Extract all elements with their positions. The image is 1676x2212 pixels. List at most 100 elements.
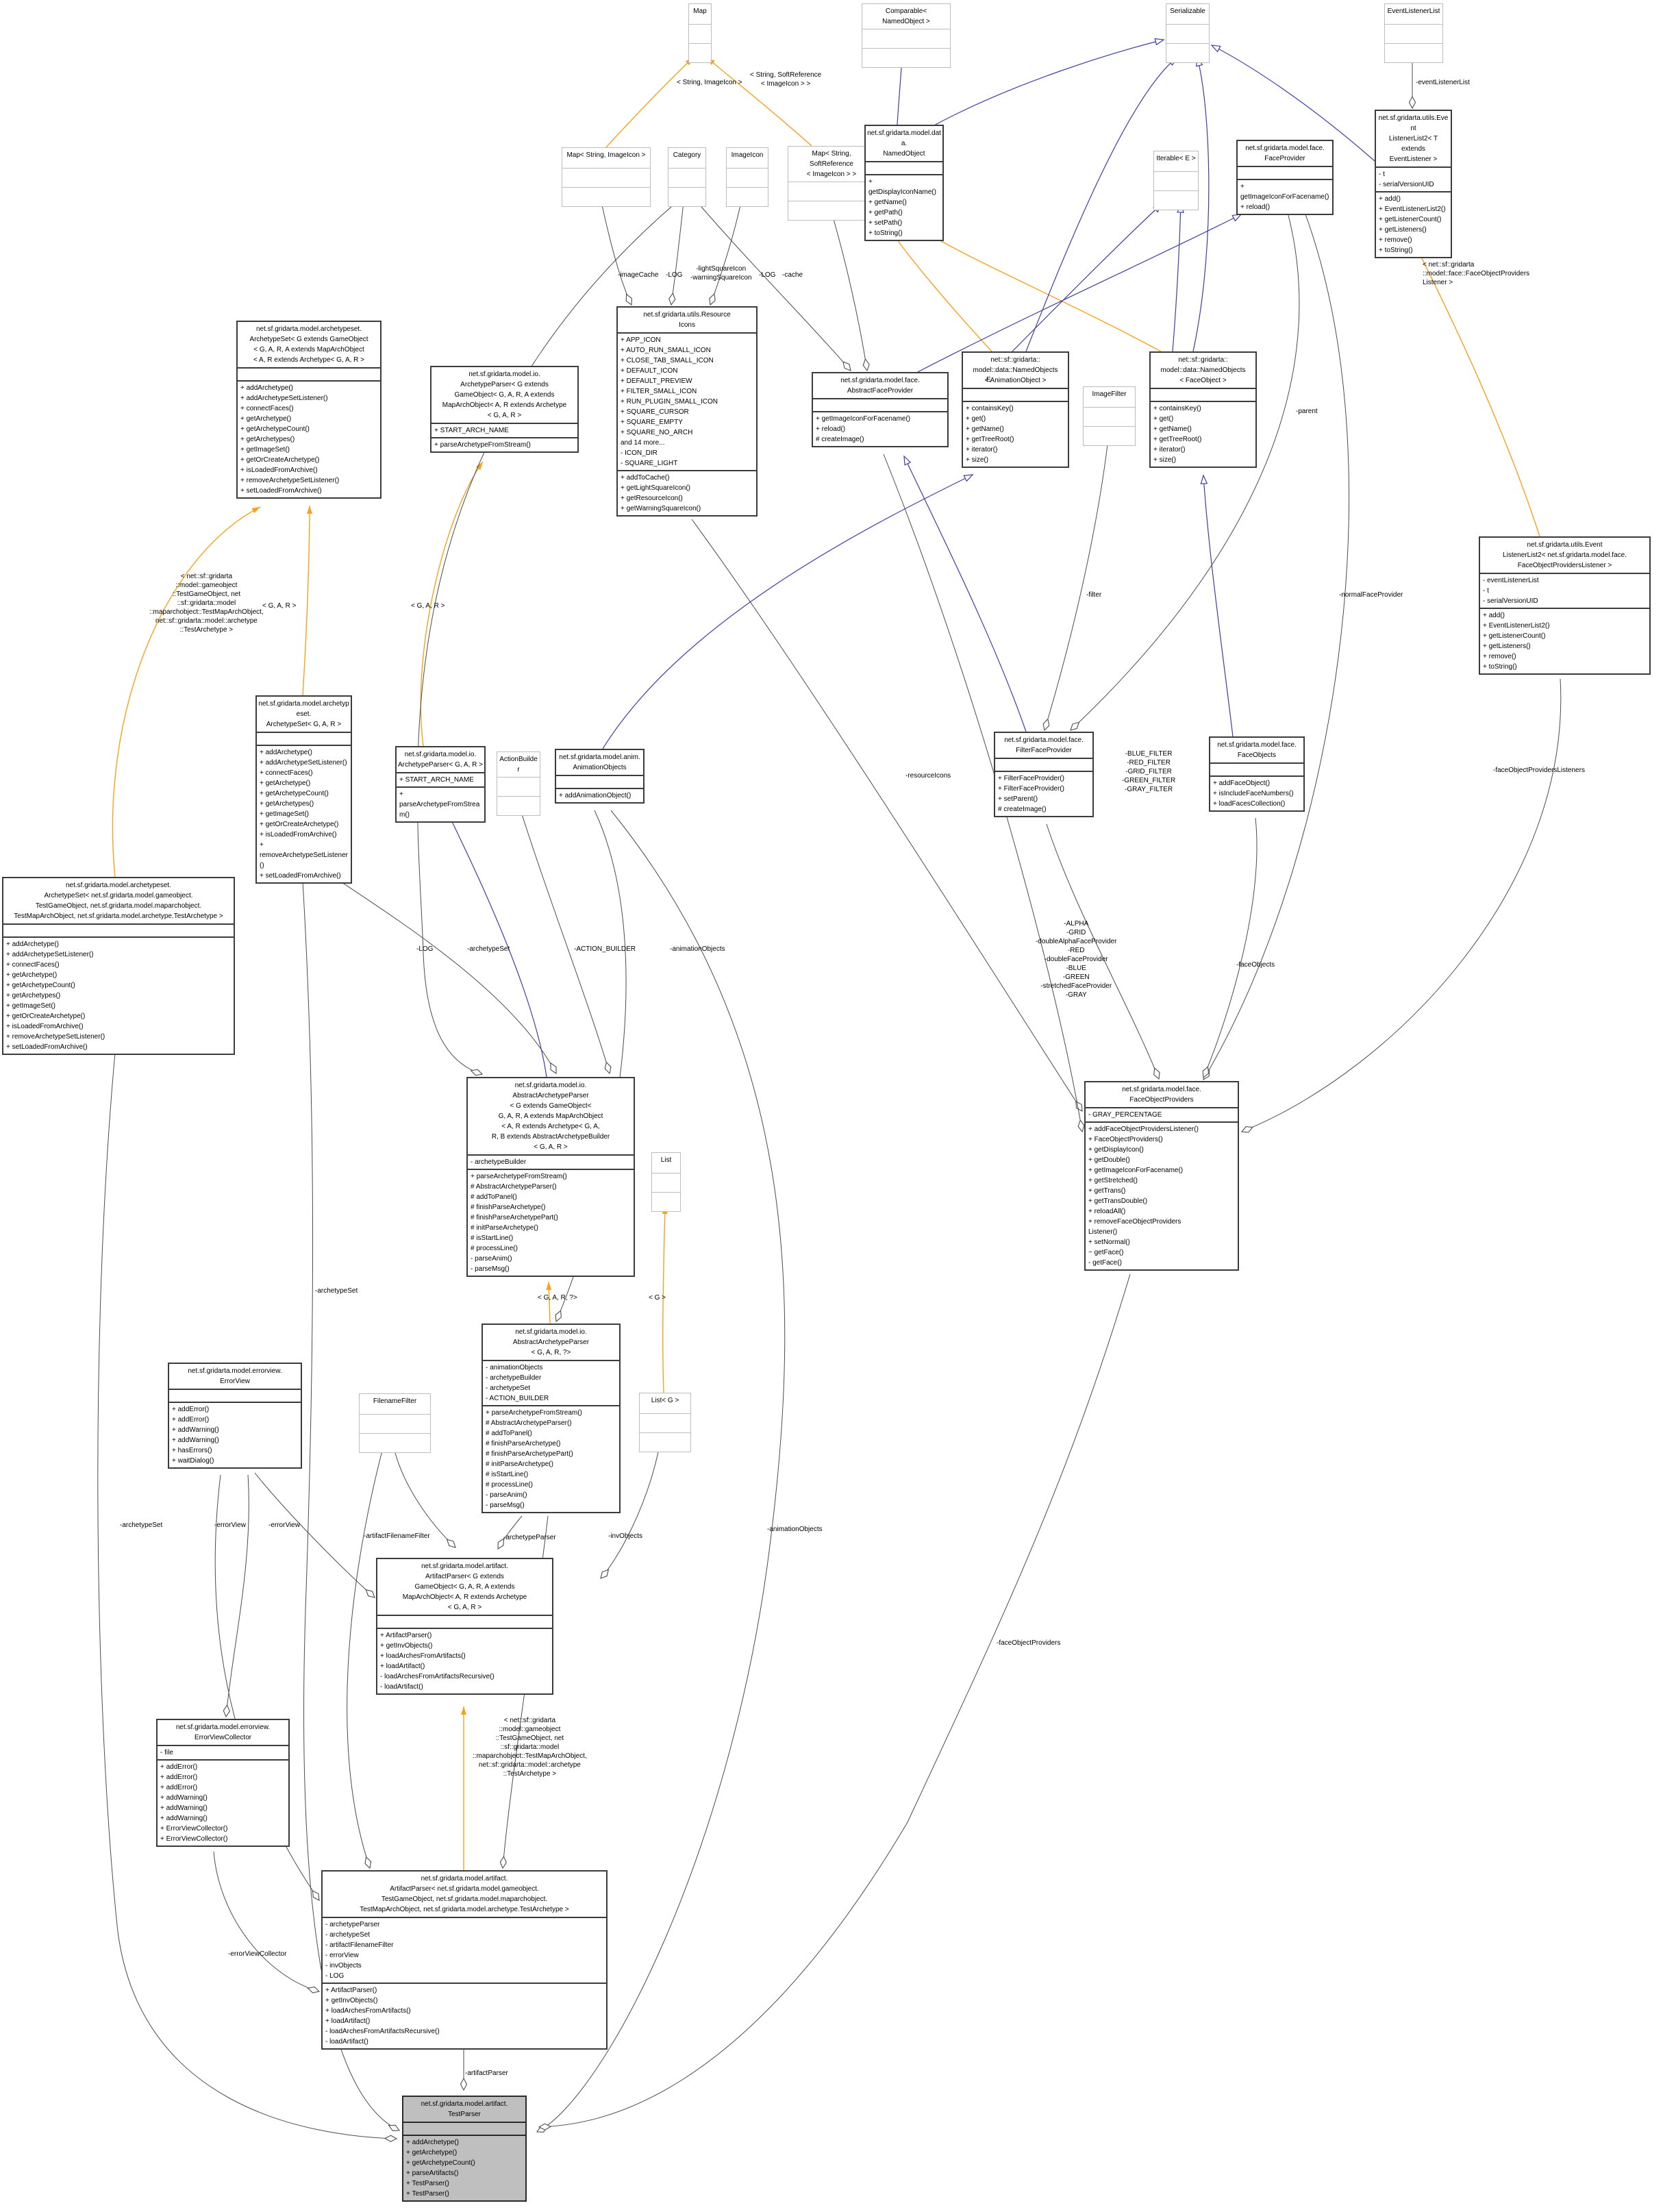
class-face-object-providers-methods-line: + FaceObjectProviders() [1088, 1136, 1163, 1143]
class-map-string-imageicon[interactable]: Map< String, ImageIcon > [562, 147, 651, 207]
class-archetype-set-test[interactable]: net.sf.gridarta.model.archetypeset.Arche… [2, 877, 235, 1055]
edge-label-line: ::TestGameObject, net [495, 1735, 564, 1742]
class-archetype-parser-gar-ttl-line: net.sf.gridarta.model.io. [404, 751, 477, 758]
class-abstract-archetype-parser-q[interactable]: net.sf.gridarta.model.io.AbstractArchety… [481, 1324, 621, 1513]
class-artifact-parser-test[interactable]: net.sf.gridarta.model.artifact.ArtifactP… [321, 1870, 608, 2050]
class-test-parser[interactable]: net.sf.gridarta.model.artifact.TestParse… [402, 2096, 527, 2202]
edge-h-map-string-imageicon-to-resource-icons [601, 201, 632, 306]
class-abstract-face-provider-ttl-line: AbstractFaceProvider [847, 387, 914, 395]
class-error-view[interactable]: net.sf.gridarta.model.errorview.ErrorVie… [168, 1363, 302, 1469]
class-archetype-set-gar-methods-line: + setLoadedFromArchive() [260, 872, 341, 880]
class-imageicon-ttl-line: ImageIcon [731, 151, 764, 159]
class-face-object-providers-methods-line: + getImageIconForFacename() [1088, 1167, 1184, 1174]
class-list[interactable]: List [651, 1152, 681, 1212]
class-comparable[interactable]: Comparable< NamedObject > [862, 3, 951, 68]
class-named-objects-animation[interactable]: net::sf::gridarta::model::data::NamedObj… [962, 351, 1069, 468]
class-abstract-archetype-parser-q-methods-line: # AbstractArchetypeParser() [486, 1419, 572, 1427]
class-face-objects[interactable]: net.sf.gridarta.model.face.FaceObjects+ … [1209, 736, 1305, 812]
class-event-listener-list2-t-methods-line: + remove() [1379, 236, 1412, 244]
class-resource-icons-ttl-line: net.sf.gridarta.utils.Resource [643, 311, 731, 319]
class-error-view-collector[interactable]: net.sf.gridarta.model.errorview.ErrorVie… [156, 1719, 290, 1847]
class-archetype-set-gar-ttl-line: ArchetypeSet< G, A, R > [266, 721, 342, 728]
edge-label: < net::sf::gridarta::model::gameobject::… [149, 572, 264, 634]
class-error-view-collector-attrs-line: - file [160, 1749, 173, 1756]
class-named-objects-animation-methods-line: + iterator() [966, 446, 998, 453]
class-archetype-set-gar[interactable]: net.sf.gridarta.model.archetypeset.Arche… [255, 695, 352, 884]
class-imagefilter[interactable]: ImageFilter [1083, 386, 1136, 446]
class-archetype-set-generic-methods-line: + isLoadedFromArchive() [240, 467, 318, 474]
class-archetype-parser-generic[interactable]: net.sf.gridarta.model.io.ArchetypeParser… [430, 366, 579, 453]
class-filenamefilter[interactable]: FilenameFilter [359, 1393, 431, 1453]
edge-label: -lightSquareIcon-warningSquareIcon [690, 264, 752, 282]
class-list-g[interactable]: List< G > [639, 1393, 691, 1452]
class-event-listener-list[interactable]: EventListenerList [1384, 3, 1443, 63]
class-archetype-parser-generic-ttl-line: net.sf.gridarta.model.io. [468, 371, 540, 378]
edge-label: -artifactParser [465, 2069, 508, 2078]
class-face-provider[interactable]: net.sf.gridarta.model.face.FaceProvider+… [1236, 140, 1334, 215]
class-artifact-parser-generic-ttl-line: GameObject< G, A, R, A extends [414, 1583, 515, 1591]
edge-label-line: -warningSquareIcon [690, 274, 752, 282]
edge-label-line: ::sf::gridarta::model [177, 599, 236, 607]
class-archetype-set-gar-methods-line: + addArchetypeSetListener() [260, 759, 347, 767]
edge-label-line: -filter [1086, 591, 1102, 599]
class-abstract-archetype-parser-generic-methods-line: # addToPanel() [471, 1193, 517, 1201]
class-event-listener-list2-fopl-ttl-line: ListenerList2< net.sf.gridarta.model.fac… [1503, 551, 1627, 559]
class-named-objects-face-methods-line: + iterator() [1153, 446, 1186, 453]
edge-b-abstract-archetype-parser-generic-to-archetype-parser-gar [446, 809, 547, 1078]
class-map[interactable]: Map [688, 3, 712, 63]
edge-t-archetype-set-gar-to-archetype-set-generic [302, 505, 312, 696]
class-event-listener-list2-t-attrs-line: - serialVersionUID [1379, 181, 1434, 188]
class-filter-face-provider[interactable]: net.sf.gridarta.model.face.FilterFacePro… [994, 732, 1094, 817]
class-test-parser-methods-line: + getArchetype() [406, 2149, 458, 2157]
class-abstract-archetype-parser-generic[interactable]: net.sf.gridarta.model.io.AbstractArchety… [466, 1077, 635, 1277]
class-map-softreference[interactable]: Map< String, SoftReference< ImageIcon > … [788, 146, 875, 221]
class-artifact-parser-generic-ttl-line: MapArchObject< A, R extends Archetype [402, 1593, 527, 1601]
edge-label: -animationObjects [670, 945, 725, 954]
edge-label: < G, A, R > [262, 601, 296, 610]
class-imageicon[interactable]: ImageIcon [726, 147, 768, 207]
class-filter-face-provider-methods-line: + setParent() [998, 795, 1038, 803]
class-archetype-parser-generic-attrs-line: + START_ARCH_NAME [434, 427, 509, 434]
class-abstract-archetype-parser-generic-ttl-line: R, B extends AbstractArchetypeBuilder [491, 1133, 610, 1141]
class-serializable[interactable]: Serializable [1166, 3, 1210, 63]
class-named-objects-face[interactable]: net::sf::gridarta::model::data::NamedObj… [1149, 351, 1257, 468]
class-archetype-set-gar-methods-line: + removeArchetypeSetListener() [260, 841, 348, 869]
class-iterable[interactable]: Iterable< E > [1153, 151, 1199, 210]
class-named-object[interactable]: net.sf.gridarta.model.data.NamedObject+ … [864, 125, 944, 241]
class-archetype-parser-gar[interactable]: net.sf.gridarta.model.io.ArchetypeParser… [395, 746, 486, 823]
class-archetype-set-test-methods-line: + connectFaces() [6, 961, 60, 969]
class-abstract-face-provider[interactable]: net.sf.gridarta.model.face.AbstractFaceP… [812, 372, 949, 447]
edge-label: -errorView [268, 1521, 300, 1530]
class-named-object-methods-line: + getName() [868, 199, 907, 206]
class-artifact-parser-test-ttl-line: TestGameObject, net.sf.gridarta.model.ma… [381, 1896, 548, 1903]
edge-label-line: -cache [782, 271, 803, 279]
class-resource-icons-attrs-line: + FILTER_SMALL_ICON [621, 388, 697, 395]
edge-t-event-listener-list2-fopl-to-event-listener-list2-t [1414, 244, 1540, 537]
class-face-objects-ttl-line: FaceObjects [1237, 751, 1277, 759]
edge-label-line: -normalFaceProvider [1339, 591, 1403, 599]
edge-label-line: < ImageIcon > > [760, 80, 811, 88]
class-archetype-set-gar-methods-line: + connectFaces() [260, 769, 313, 777]
edge-label-line: -LOG [759, 271, 776, 279]
class-artifact-parser-test-methods-line: - loadArchesFromArtifactsRecursive() [325, 2028, 440, 2035]
class-face-object-providers[interactable]: net.sf.gridarta.model.face.FaceObjectPro… [1084, 1081, 1239, 1271]
class-archetype-set-generic[interactable]: net.sf.gridarta.model.archetypeset.Arche… [236, 321, 382, 499]
edge-label-line: -invObjects [608, 1532, 643, 1540]
edge-label-line: -GRID [1066, 929, 1086, 936]
class-actionbuilder[interactable]: ActionBuilder [497, 751, 540, 816]
class-artifact-parser-generic-ttl-line: ArtifactParser< G extends [425, 1573, 504, 1580]
class-resource-icons-ttl-line: Icons [679, 321, 695, 329]
class-artifact-parser-generic[interactable]: net.sf.gridarta.model.artifact.ArtifactP… [376, 1558, 553, 1695]
edge-label-line: Listener > [1423, 279, 1453, 286]
class-animation-objects[interactable]: net.sf.gridarta.model.anim.AnimationObje… [555, 749, 645, 804]
class-artifact-parser-generic-methods-line: + getInvObjects() [380, 1642, 433, 1650]
class-category[interactable]: Category [668, 147, 706, 207]
class-named-objects-animation-methods-line: + getTreeRoot() [966, 436, 1014, 443]
class-abstract-face-provider-methods-line: + reload() [816, 425, 846, 433]
class-error-view-methods-line: + addError() [172, 1416, 210, 1424]
class-animation-objects-ttl-line: AnimationObjects [573, 764, 627, 771]
edge-label-line: ::TestArchetype > [503, 1770, 557, 1778]
